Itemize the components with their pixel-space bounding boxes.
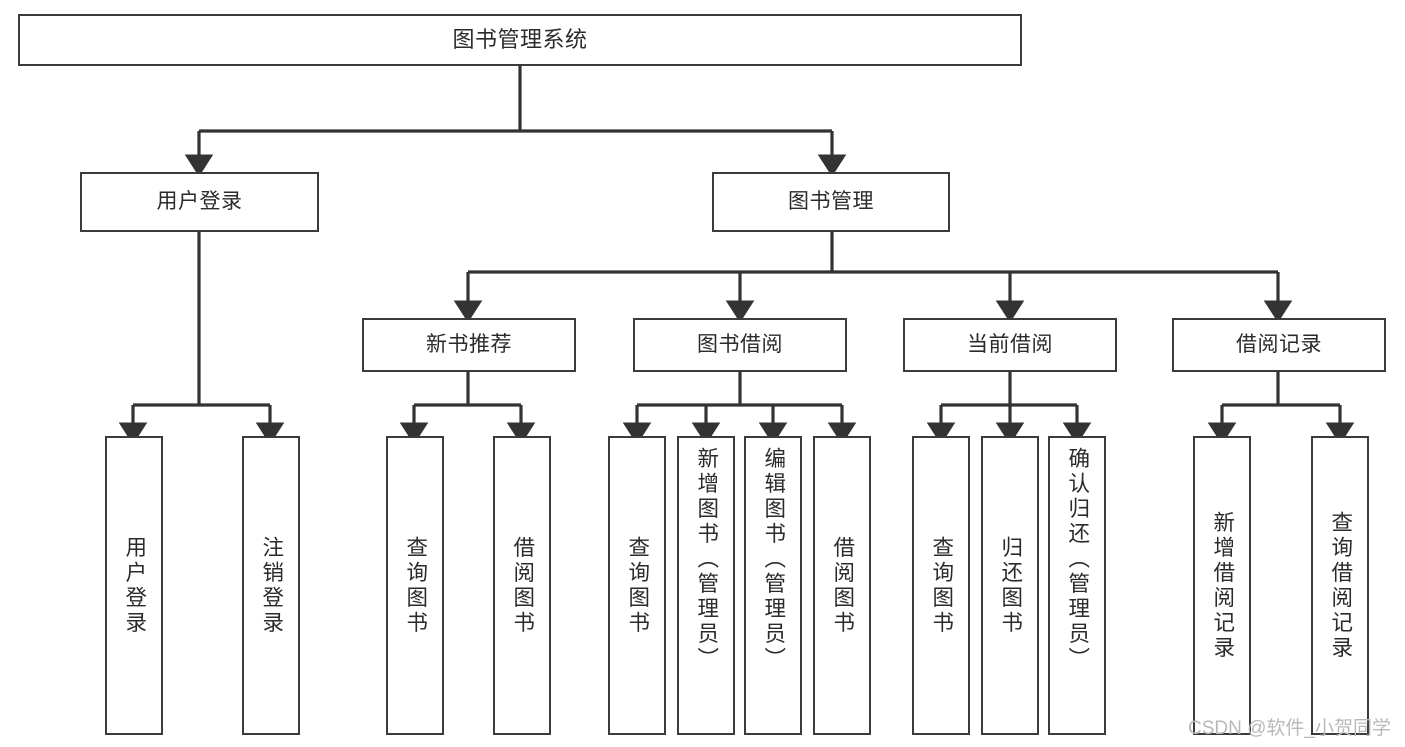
- node-root-label: 图书管理系统: [452, 27, 588, 53]
- node-leaf-edit-book-admin-label: 编辑图书（管理员）: [761, 447, 786, 672]
- node-leaf-add-book-admin-label: 新增图书（管理员）: [694, 447, 719, 672]
- node-leaf-borrow-book-1[interactable]: 借阅图书: [493, 436, 551, 735]
- node-book-borrow-label: 图书借阅: [697, 332, 783, 356]
- node-user-login[interactable]: 用户登录: [80, 172, 319, 232]
- node-leaf-user-login-label: 用户登录: [122, 535, 147, 636]
- node-book-borrow[interactable]: 图书借阅: [633, 318, 847, 372]
- node-leaf-query-book-2-label: 查询图书: [625, 535, 650, 636]
- watermark-text: CSDN @软件_小贺同学: [1188, 718, 1391, 739]
- node-book-management[interactable]: 图书管理: [712, 172, 950, 232]
- node-borrow-record-label: 借阅记录: [1236, 332, 1322, 356]
- node-current-borrow-label: 当前借阅: [967, 332, 1053, 356]
- node-new-book-recommend-label: 新书推荐: [426, 332, 512, 356]
- node-leaf-query-borrow-record[interactable]: 查询借阅记录: [1311, 436, 1369, 735]
- node-leaf-query-borrow-record-label: 查询借阅记录: [1328, 510, 1353, 661]
- node-leaf-return-book[interactable]: 归还图书: [981, 436, 1039, 735]
- node-leaf-user-login[interactable]: 用户登录: [105, 436, 163, 735]
- node-leaf-query-book-1-label: 查询图书: [403, 535, 428, 636]
- node-leaf-add-borrow-record[interactable]: 新增借阅记录: [1193, 436, 1251, 735]
- node-leaf-borrow-book-2-label: 借阅图书: [830, 535, 855, 636]
- node-leaf-return-book-label: 归还图书: [998, 535, 1023, 636]
- node-new-book-recommend[interactable]: 新书推荐: [362, 318, 576, 372]
- node-leaf-borrow-book-2[interactable]: 借阅图书: [813, 436, 871, 735]
- node-leaf-add-borrow-record-label: 新增借阅记录: [1210, 510, 1235, 661]
- node-leaf-query-book-3-label: 查询图书: [929, 535, 954, 636]
- node-leaf-query-book-2[interactable]: 查询图书: [608, 436, 666, 735]
- node-leaf-borrow-book-1-label: 借阅图书: [510, 535, 535, 636]
- node-leaf-query-book-1[interactable]: 查询图书: [386, 436, 444, 735]
- node-leaf-confirm-return-admin-label: 确认归还（管理员）: [1065, 447, 1090, 672]
- node-leaf-query-book-3[interactable]: 查询图书: [912, 436, 970, 735]
- node-leaf-confirm-return-admin[interactable]: 确认归还（管理员）: [1048, 436, 1106, 735]
- node-leaf-add-book-admin[interactable]: 新增图书（管理员）: [677, 436, 735, 735]
- node-leaf-edit-book-admin[interactable]: 编辑图书（管理员）: [744, 436, 802, 735]
- node-leaf-logout-label: 注销登录: [259, 535, 284, 636]
- node-book-management-label: 图书管理: [788, 189, 874, 213]
- node-leaf-logout[interactable]: 注销登录: [242, 436, 300, 735]
- node-user-login-label: 用户登录: [156, 189, 243, 213]
- node-current-borrow[interactable]: 当前借阅: [903, 318, 1117, 372]
- node-root[interactable]: 图书管理系统: [18, 14, 1022, 66]
- node-borrow-record[interactable]: 借阅记录: [1172, 318, 1386, 372]
